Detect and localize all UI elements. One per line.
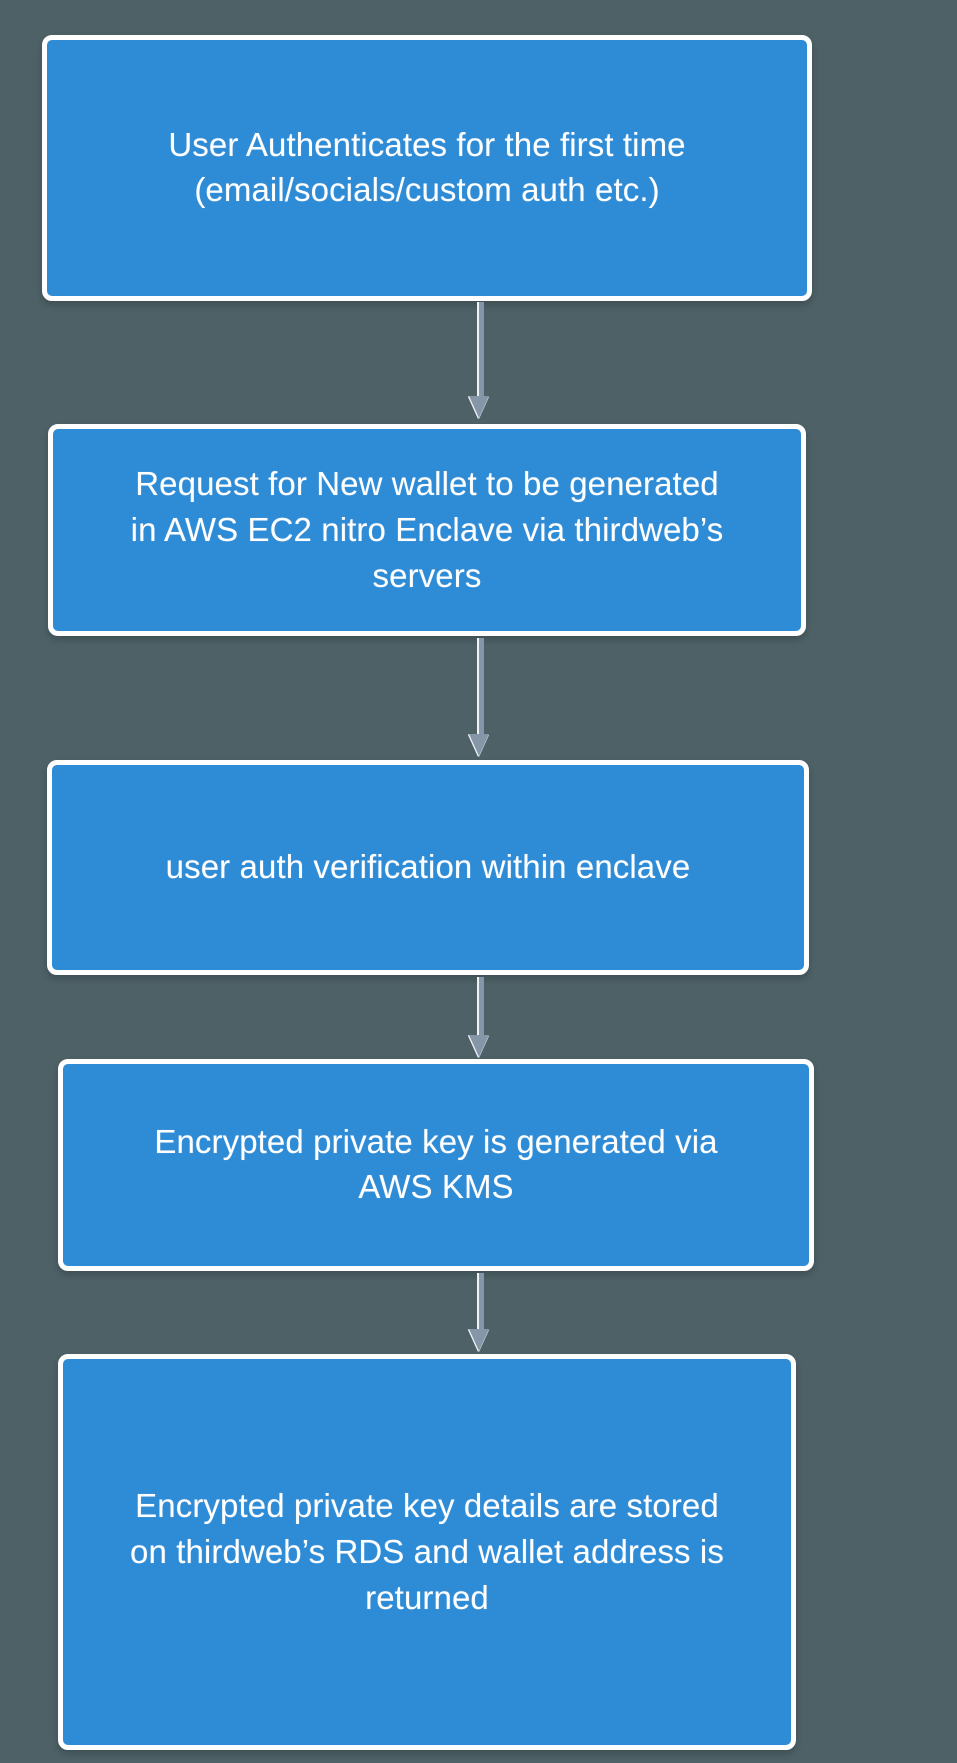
- connector-shaft: [477, 1273, 484, 1329]
- flow-node-encrypted-private-key-generated[interactable]: Encrypted private key is generated via A…: [58, 1059, 814, 1271]
- flow-node-label: user auth verification within enclave: [165, 848, 691, 886]
- flow-node-label: Encrypted private key details are stored…: [130, 1486, 724, 1617]
- arrowhead-down-icon: [469, 1035, 489, 1057]
- flow-node-key-details-stored[interactable]: Encrypted private key details are stored…: [58, 1354, 796, 1750]
- connector-shaft: [477, 302, 484, 396]
- connector-arrow-3: [466, 977, 492, 1057]
- arrowhead-down-icon: [469, 1329, 489, 1351]
- flow-node-user-authenticates[interactable]: User Authenticates for the first time (e…: [42, 35, 812, 301]
- connector-shaft: [477, 638, 484, 734]
- flow-node-label: Encrypted private key is generated via A…: [154, 1123, 718, 1205]
- arrowhead-down-icon: [469, 396, 489, 418]
- flow-node-label: Request for New wallet to be generated i…: [130, 464, 724, 595]
- connector-arrow-1: [466, 302, 492, 418]
- connector-shaft: [477, 977, 484, 1035]
- flow-node-label: User Authenticates for the first time (e…: [168, 126, 686, 208]
- flow-node-user-auth-verification[interactable]: user auth verification within enclave: [47, 760, 809, 975]
- arrowhead-down-icon: [469, 734, 489, 756]
- connector-arrow-4: [466, 1273, 492, 1351]
- flow-node-request-new-wallet[interactable]: Request for New wallet to be generated i…: [48, 424, 806, 636]
- connector-arrow-2: [466, 638, 492, 756]
